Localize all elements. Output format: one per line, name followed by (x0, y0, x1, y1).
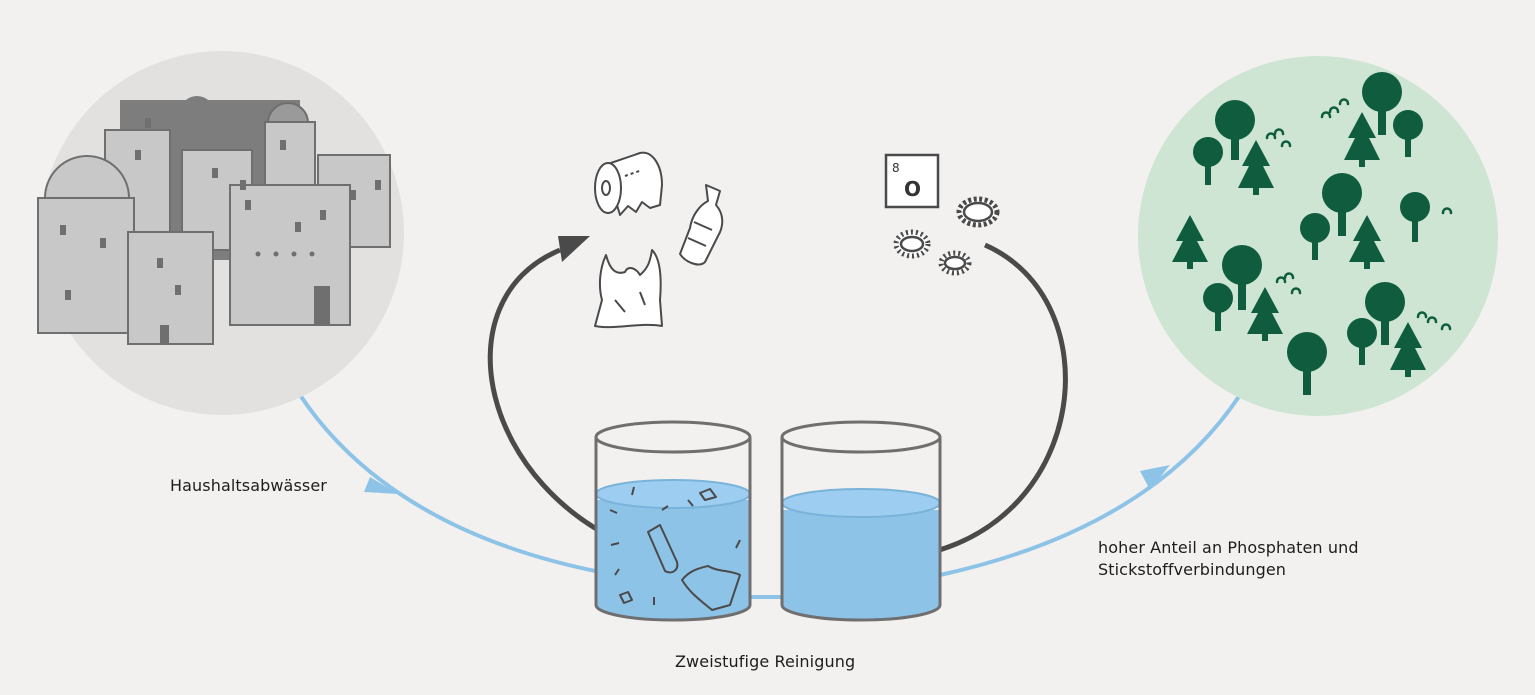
element-number: 8 (892, 161, 900, 175)
outflow-label: hoher Anteil an Phosphaten und Stickstof… (1098, 537, 1359, 581)
bacteria-icon (893, 196, 1000, 276)
outflow-arrowhead (1140, 465, 1170, 490)
element-symbol: O (904, 177, 921, 201)
removal-arrowhead (558, 236, 590, 262)
outflow-label-line1: hoher Anteil an Phosphaten und (1098, 538, 1359, 557)
element-oxygen-icon: 8 O (884, 153, 940, 209)
inflow-arrow (298, 393, 601, 574)
toilet-paper-icon (594, 151, 663, 216)
city-illustration (37, 51, 404, 415)
inflow-label: Haushaltsabwässer (170, 476, 327, 495)
return-arrow (919, 242, 1068, 558)
treatment-label: Zweistufige Reinigung (675, 652, 856, 671)
plastic-bag-icon (594, 249, 663, 329)
inflow-arrowhead (364, 477, 398, 494)
outflow-arrow (939, 393, 1242, 577)
plastic-bottle-icon (679, 184, 724, 266)
tank-2 (780, 420, 942, 622)
removal-arrow (487, 247, 641, 553)
nature-illustration (1138, 56, 1498, 416)
tank-1 (594, 420, 752, 622)
outflow-label-line2: Stickstoffverbindungen (1098, 560, 1287, 579)
